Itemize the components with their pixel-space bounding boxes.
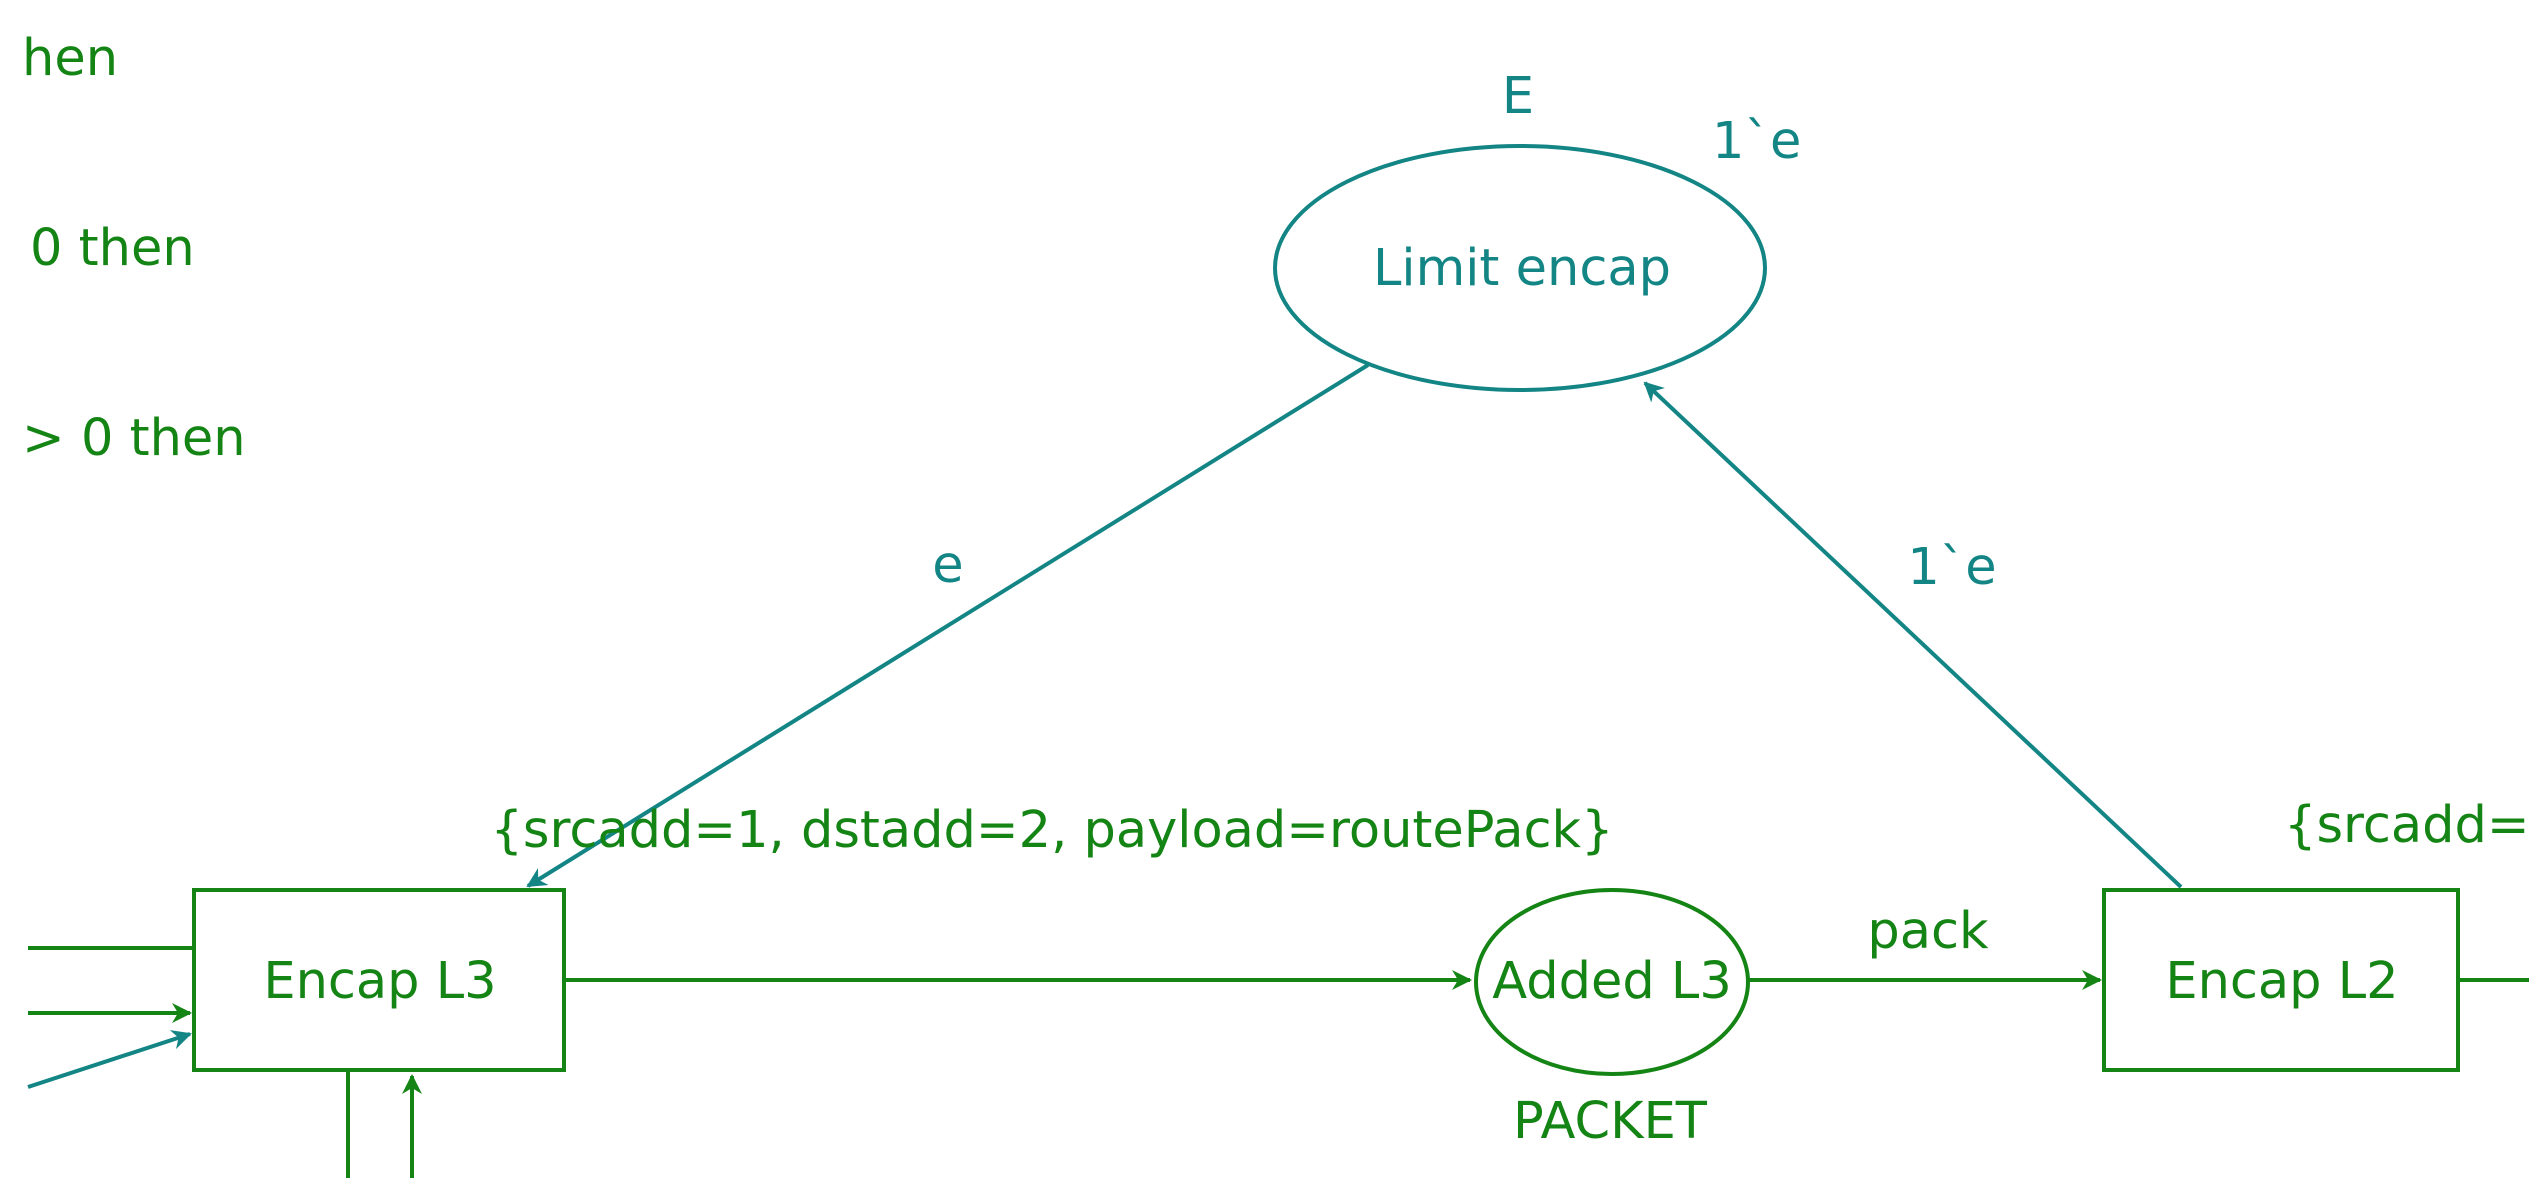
encap-l2-label: Encap L2 (2165, 952, 2398, 1011)
limit-encap-label: Limit encap (1373, 239, 1671, 298)
limit-encap-initial-marking: 1`e (1712, 112, 1801, 171)
arc-limit-to-encap-l3-inscription: e (932, 536, 963, 595)
encap-l3-transition[interactable] (192, 888, 566, 1072)
arc-encap-l2-output-inscription: {srcadd= (2284, 796, 2529, 855)
encap-l3-label: Encap L3 (263, 952, 496, 1011)
added-l3-color-set: PACKET (1513, 1092, 1708, 1151)
left-text-line3: > 0 then (22, 409, 246, 468)
arc-encap-l3-output-inscription: {srcadd=1, dstadd=2, payload=routePack} (490, 801, 1613, 860)
arc-encap-l2-to-limit[interactable] (1643, 381, 2183, 889)
arc-left-in-3[interactable] (27, 1030, 192, 1089)
left-text-line1: hen (22, 29, 118, 88)
arc-encap-l2-to-limit-inscription: 1`e (1907, 538, 1996, 597)
arc-added-l3-to-encap-l2-inscription: pack (1867, 902, 1989, 961)
arc-limit-to-encap-l3[interactable] (526, 363, 1370, 888)
limit-encap-place[interactable] (1273, 144, 1767, 392)
limit-encap-color-set: E (1502, 67, 1534, 126)
added-l3-label: Added L3 (1492, 952, 1732, 1011)
left-text-line2: 0 then (30, 219, 195, 278)
encap-l2-transition[interactable] (2102, 888, 2460, 1072)
